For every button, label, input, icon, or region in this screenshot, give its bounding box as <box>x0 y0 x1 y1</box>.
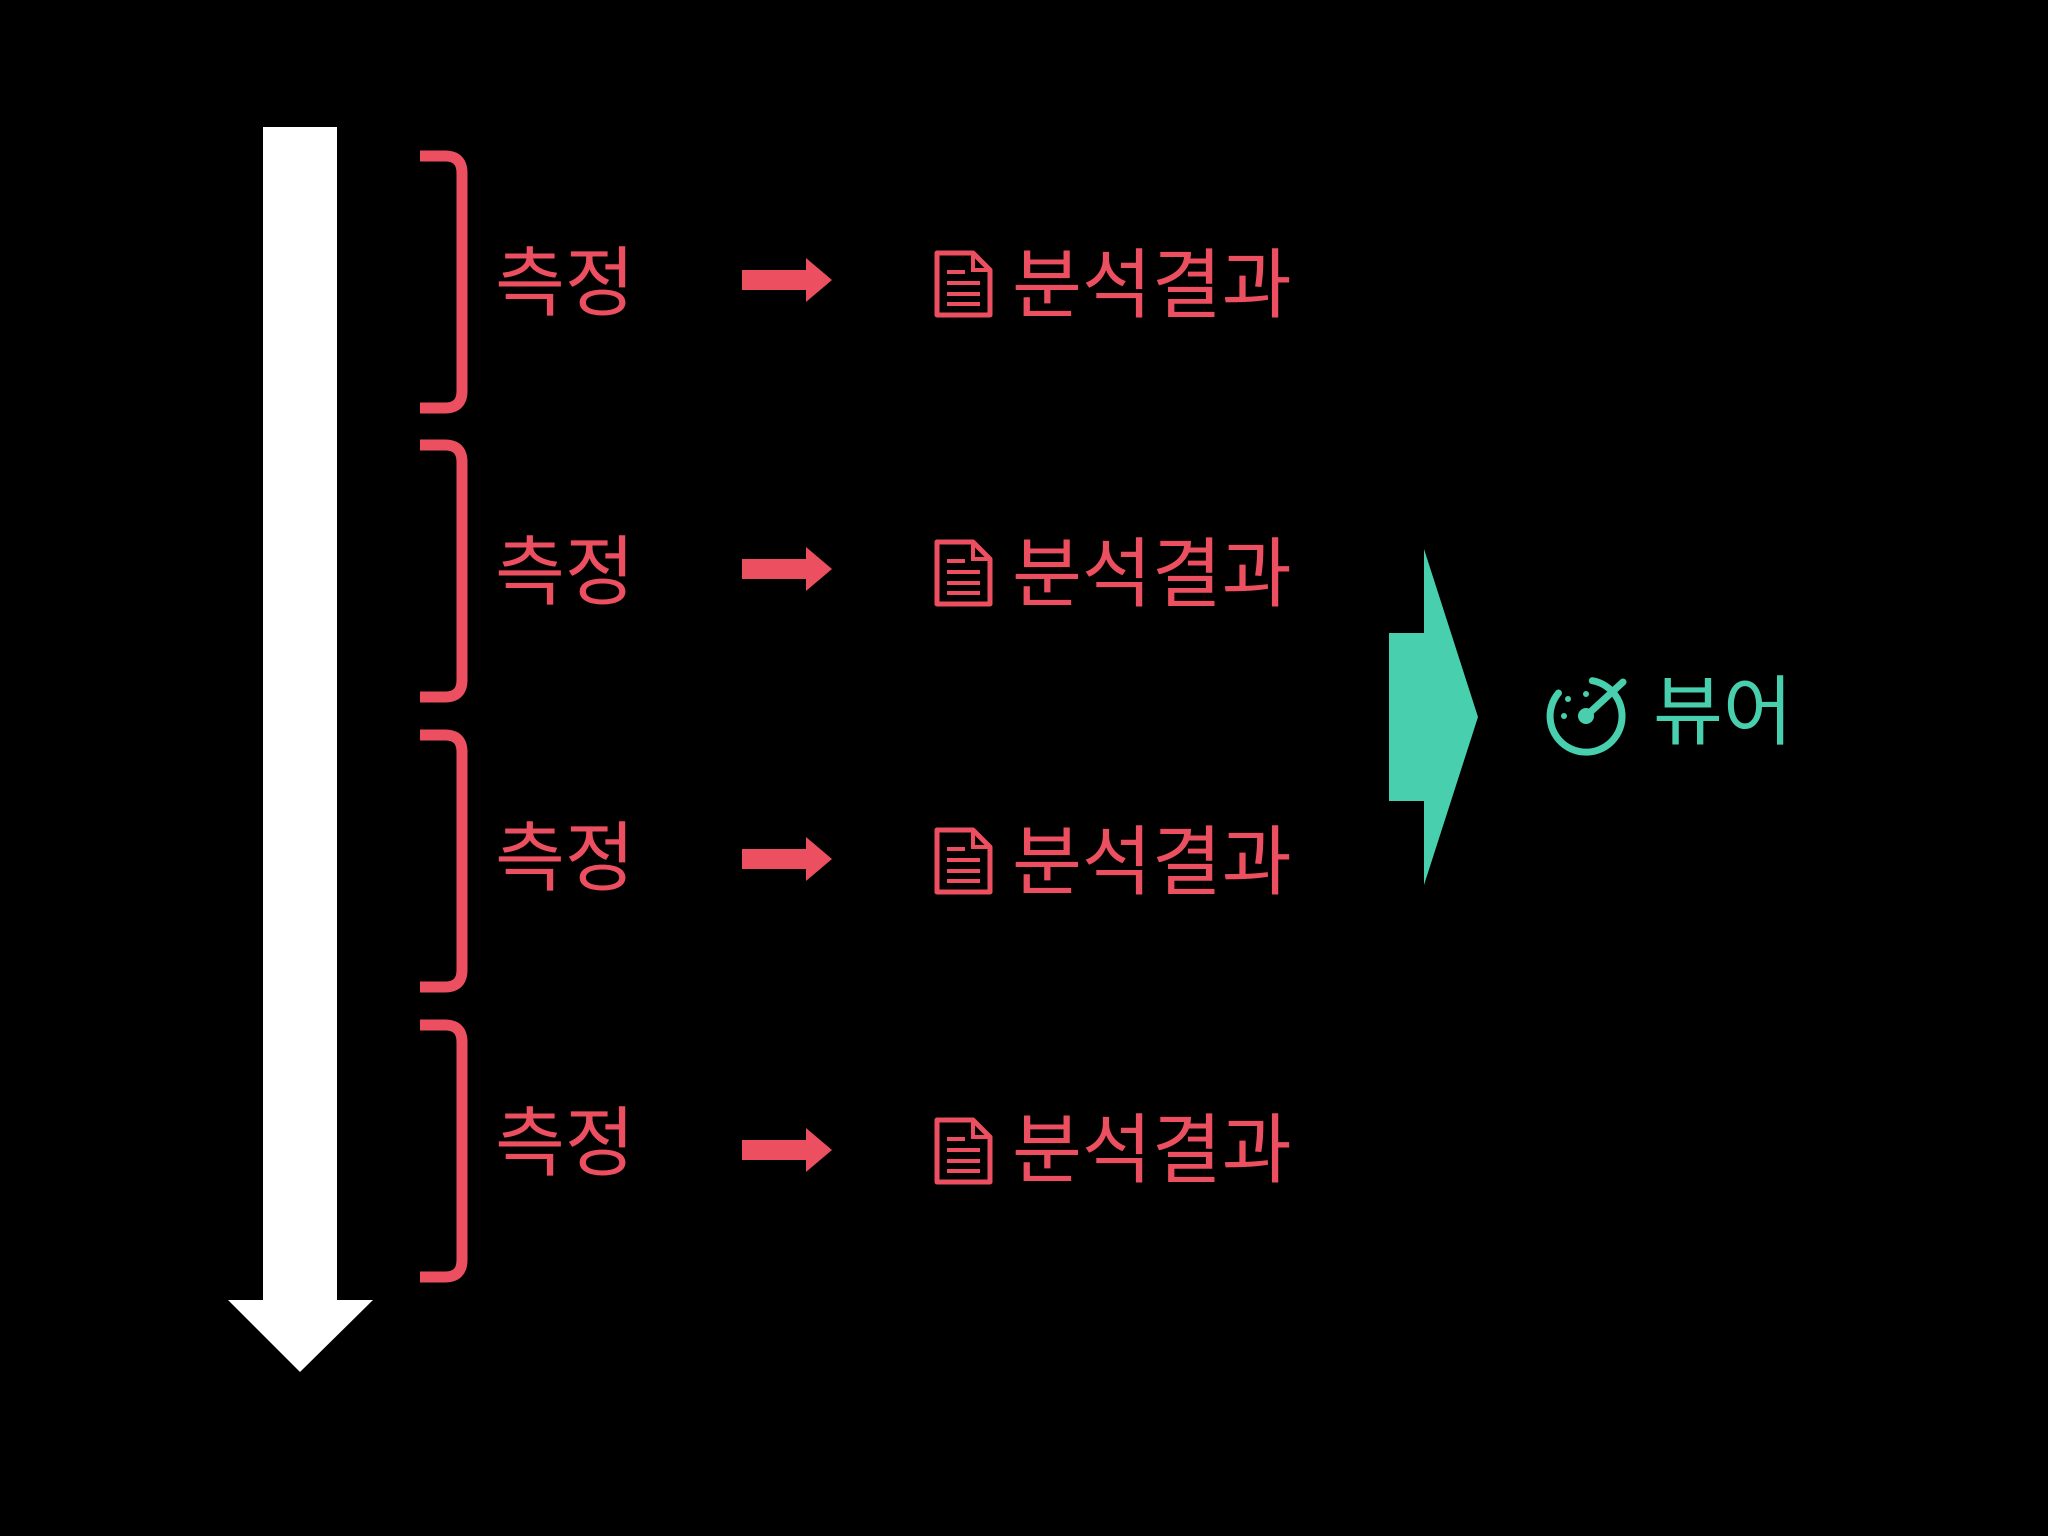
measure-label: 측정 <box>495 1099 635 1188</box>
stage-row: 측정 분석결과 <box>420 439 1292 703</box>
arrow-right-icon <box>742 1128 832 1172</box>
stage-row: 측정 분석결과 <box>420 729 1292 993</box>
bracket-4 <box>420 1019 468 1283</box>
document-icon <box>934 250 993 318</box>
timeline-arrow <box>228 127 373 1372</box>
result-label: 분석결과 <box>1012 1106 1292 1195</box>
speedometer-icon <box>1546 677 1627 756</box>
result-label: 분석결과 <box>1012 818 1292 907</box>
arrow-right-icon <box>742 547 832 591</box>
viewer-label: 뷰어 <box>1653 668 1793 757</box>
bracket-1 <box>420 150 468 414</box>
result-label: 분석결과 <box>1012 530 1292 619</box>
bracket-2 <box>420 439 468 703</box>
document-icon <box>934 539 993 607</box>
stage-row: 측정 분석결과 <box>420 150 1292 414</box>
measure-label: 측정 <box>495 528 635 617</box>
document-icon <box>934 1117 993 1185</box>
stage-row: 측정 분석결과 <box>420 1019 1292 1283</box>
measure-label: 측정 <box>495 239 635 328</box>
merge-arrow <box>1389 549 1478 885</box>
arrow-right-icon <box>742 258 832 302</box>
bracket-3 <box>420 729 468 993</box>
result-label: 분석결과 <box>1012 241 1292 330</box>
measure-label: 측정 <box>495 814 635 903</box>
document-icon <box>934 827 993 895</box>
arrow-right-icon <box>742 837 832 881</box>
